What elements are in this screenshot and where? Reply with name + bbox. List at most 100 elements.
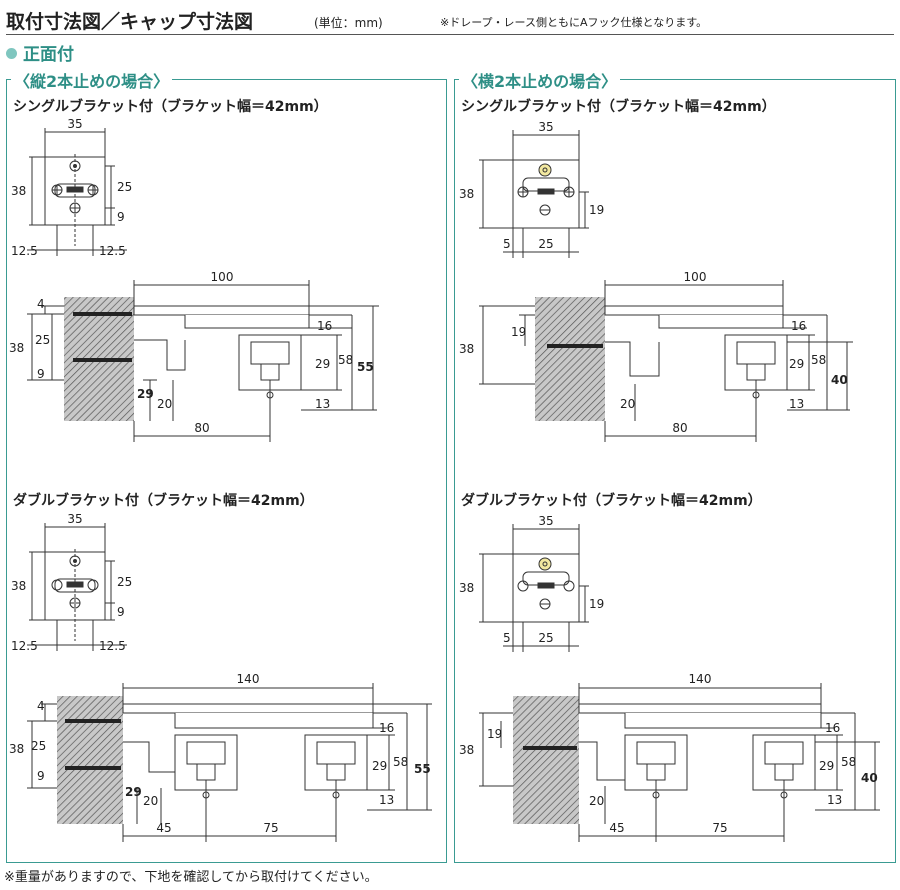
- dim-a: 4: [37, 699, 45, 713]
- wall: [535, 297, 605, 421]
- dim-e: 29: [137, 387, 154, 401]
- dim-r1: 16: [791, 319, 806, 333]
- dim-r2: 29: [789, 357, 804, 371]
- panel-vertical-diagram: 35 38 25 9 12.5 12.5: [9, 117, 432, 842]
- side-view-double-labels: 140 19 38 20 45 75 16 29 58 40 13: [459, 672, 878, 835]
- dim-r1: 16: [825, 721, 840, 735]
- dim-width: 35: [67, 512, 82, 526]
- dim-bottom1: 45: [156, 821, 171, 835]
- side-view-double: [27, 683, 432, 842]
- page-title: 取付寸法図／キャップ寸法図: [6, 11, 254, 33]
- side-view-double-labels: 140 4 38 25 9 29 20 45 75 16 29 58 55 13: [9, 672, 431, 835]
- dim-a: 19: [511, 325, 526, 339]
- dim-width: 35: [538, 120, 553, 134]
- front-plate-double-labels: 35 38 19 5 25: [459, 514, 604, 645]
- dim-width: 35: [67, 117, 82, 131]
- dim-r4: 55: [414, 762, 431, 776]
- dim-r3: 58: [393, 755, 408, 769]
- dim-b2: 25: [538, 631, 553, 645]
- wall: [57, 696, 123, 824]
- dim-top: 140: [689, 672, 712, 686]
- wall: [513, 696, 579, 824]
- dim-b: 38: [459, 743, 474, 757]
- front-plate-double: [27, 523, 127, 651]
- dim-bottom: 80: [672, 421, 687, 435]
- dim-f: 20: [589, 794, 604, 808]
- dim-r5: 13: [379, 793, 394, 807]
- dim-r3: 58: [811, 353, 826, 367]
- dim-d2: 9: [117, 605, 125, 619]
- dim-r2: 29: [315, 357, 330, 371]
- dim-b2: 12.5: [99, 244, 126, 258]
- dim-r5: 13: [827, 793, 842, 807]
- front-plate-single-labels: 35 38 19 5 25: [459, 120, 604, 251]
- panel-vertical: 〈縦2本止めの場合〉 シングルブラケット付（ブラケット幅＝42mm） ダブルブラ…: [6, 68, 447, 863]
- dim-b1: 5: [503, 237, 511, 251]
- dim-b2: 12.5: [99, 639, 126, 653]
- dim-e: 29: [125, 785, 142, 799]
- dim-height: 38: [11, 184, 26, 198]
- dim-r2: 29: [372, 759, 387, 773]
- panel-horizontal: 〈横2本止めの場合〉 シングルブラケット付（ブラケット幅＝42mm） ダブルブラ…: [454, 68, 896, 863]
- dim-c: 25: [35, 333, 50, 347]
- dim-r5: 13: [315, 397, 330, 411]
- front-plate-single: [27, 128, 127, 256]
- dim-a: 19: [487, 727, 502, 741]
- side-view-single: [479, 280, 853, 442]
- dim-b1: 5: [503, 631, 511, 645]
- front-plate-single-labels: 35 38 25 9 12.5 12.5: [11, 117, 132, 258]
- dim-b1: 12.5: [11, 639, 38, 653]
- unit-label: (単位：mm): [314, 16, 383, 30]
- panel-title: 〈縦2本止めの場合〉: [11, 68, 173, 92]
- panel-horizontal-diagram: 35 38 19 5 25 100 1: [459, 120, 880, 842]
- dim-top: 100: [684, 270, 707, 284]
- section-title-double: ダブルブラケット付（ブラケット幅＝42mm）: [461, 493, 762, 509]
- dim-b1: 12.5: [11, 244, 38, 258]
- panel-title: 〈横2本止めの場合〉: [459, 68, 621, 92]
- footnote: ※重量がありますので、下地を確認してから取付けてください。: [4, 870, 378, 885]
- dim-c: 25: [31, 739, 46, 753]
- dim-r2: 29: [819, 759, 834, 773]
- dim-bottom: 80: [194, 421, 209, 435]
- dim-f: 20: [143, 794, 158, 808]
- dim-b2: 25: [538, 237, 553, 251]
- side-view-single-labels: 100 4 38 25 9 29 20 80 16 29 58 55 13: [9, 270, 374, 435]
- dim-bottom2: 75: [712, 821, 727, 835]
- dim-d: 9: [37, 769, 45, 783]
- dim-top: 140: [237, 672, 260, 686]
- dim-r1: 16: [317, 319, 332, 333]
- dim-d1: 25: [117, 575, 132, 589]
- section-title-double: ダブルブラケット付（ブラケット幅＝42mm）: [13, 493, 314, 509]
- section-title-single: シングルブラケット付（ブラケット幅＝42mm）: [461, 99, 776, 115]
- front-plate-double-labels: 35 38 25 9 12.5 12.5: [11, 512, 132, 653]
- dim-d: 9: [37, 367, 45, 381]
- dim-b: 38: [9, 742, 24, 756]
- dim-bottom2: 75: [263, 821, 278, 835]
- dim-r4: 55: [357, 360, 374, 374]
- dim-f: 20: [620, 397, 635, 411]
- dim-top: 100: [211, 270, 234, 284]
- front-plate-single: [479, 130, 589, 258]
- dim-d2: 9: [117, 210, 125, 224]
- side-view-single-labels: 100 19 38 20 80 16 29 58 40 13: [459, 270, 848, 435]
- dim-width: 35: [538, 514, 553, 528]
- dim-b: 38: [459, 342, 474, 356]
- dim-d1: 19: [589, 203, 604, 217]
- dim-r3: 58: [841, 755, 856, 769]
- dim-height: 38: [459, 187, 474, 201]
- dim-bottom1: 45: [609, 821, 624, 835]
- dim-height: 38: [11, 579, 26, 593]
- side-view-double: [479, 683, 880, 842]
- dim-d1: 25: [117, 180, 132, 194]
- bullet-icon: [6, 48, 17, 59]
- subheading: 正面付: [6, 40, 74, 65]
- dim-d1: 19: [589, 597, 604, 611]
- side-view-single: [27, 280, 379, 442]
- dim-r3: 58: [338, 353, 353, 367]
- dim-r1: 16: [379, 721, 394, 735]
- header: 取付寸法図／キャップ寸法図 (単位：mm) ※ドレープ・レース側ともにAフック仕…: [6, 6, 894, 35]
- section-title-single: シングルブラケット付（ブラケット幅＝42mm）: [13, 99, 328, 115]
- dim-f: 20: [157, 397, 172, 411]
- front-plate-double: [479, 524, 589, 652]
- header-note: ※ドレープ・レース側ともにAフック仕様となります。: [440, 16, 708, 29]
